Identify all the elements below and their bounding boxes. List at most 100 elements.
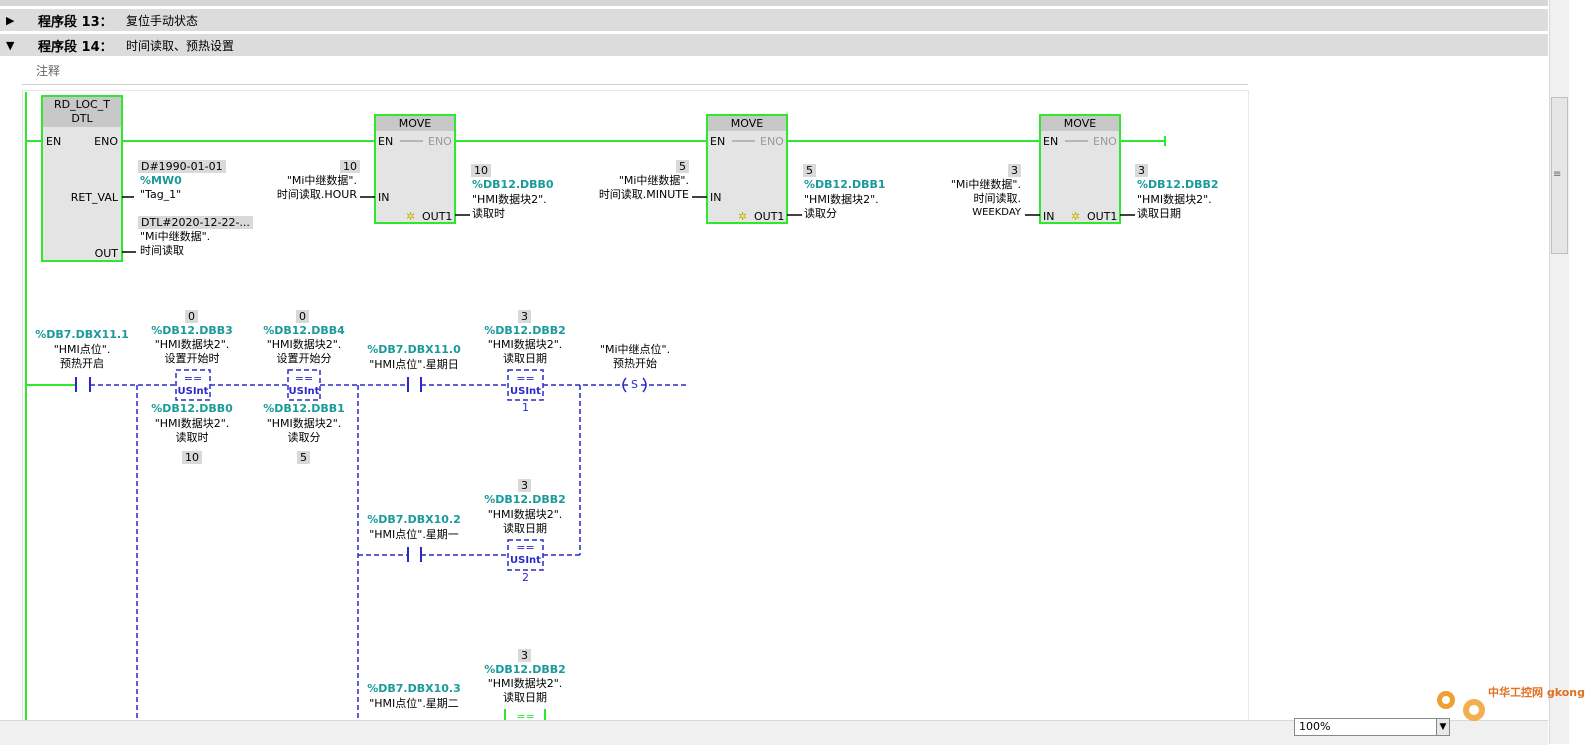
segment-label: 程序段 13： xyxy=(38,15,113,30)
segment-header-13[interactable]: ▶ 程序段 13： 复位手动状态 xyxy=(0,9,1548,31)
move-out-tag1[interactable]: "HMI数据块2". xyxy=(472,193,547,206)
move-pin-en: EN xyxy=(378,135,394,148)
contact-tag1[interactable]: "HMI点位". xyxy=(53,343,111,356)
chevron-down-icon[interactable]: ▼ xyxy=(1436,718,1450,736)
compare-top-tag1[interactable]: "HMI数据块2". xyxy=(266,338,342,351)
compare-bottom-constant[interactable]: 2 xyxy=(522,571,529,584)
move-out-tag2[interactable]: 读取分 xyxy=(804,207,837,220)
compare-bottom-monitor: 5 xyxy=(297,451,310,464)
compare-bottom-constant[interactable]: 1 xyxy=(522,401,529,414)
compare-top-monitor: 0 xyxy=(296,310,309,323)
contact-address[interactable]: %DB7.DBX10.3 xyxy=(367,682,461,695)
ladder-diagram xyxy=(25,92,1166,720)
watermark-logo: 中华工控网 gkong.com xyxy=(1432,684,1585,724)
ret-val-tag[interactable]: "Tag_1" xyxy=(140,188,182,201)
compare-bottom-tag2[interactable]: 读取时 xyxy=(175,431,209,444)
zoom-select[interactable]: 100% xyxy=(1294,718,1440,736)
contact-tag1[interactable]: "HMI点位".星期二 xyxy=(369,697,459,710)
collapse-icon[interactable]: ▼ xyxy=(6,39,15,52)
top-strip xyxy=(0,0,1548,6)
move-in-tag2[interactable]: 时间读取. xyxy=(973,192,1022,205)
contact-tag1[interactable]: "HMI点位".星期一 xyxy=(369,528,459,541)
move-out-tag2[interactable]: 读取日期 xyxy=(1137,207,1181,220)
out-tag-line1[interactable]: "Mi中继数据". xyxy=(140,230,211,243)
out-tag-line2[interactable]: 时间读取 xyxy=(140,244,184,257)
move-in-tag1[interactable]: "Mi中继数据". xyxy=(286,174,357,187)
compare-bottom-tag1[interactable]: "HMI数据块2". xyxy=(266,417,342,430)
compare-top-tag1[interactable]: "HMI数据块2". xyxy=(487,508,563,521)
compare-top-tag1[interactable]: "HMI数据块2". xyxy=(487,677,563,690)
compare-operator: == xyxy=(294,372,314,385)
move-title[interactable]: MOVE xyxy=(398,117,432,130)
compare-top-tag1[interactable]: "HMI数据块2". xyxy=(487,338,563,351)
compare-top-tag2[interactable]: 读取日期 xyxy=(503,522,547,535)
compare-bottom-tag2[interactable]: 读取分 xyxy=(287,431,321,444)
compare-top-address[interactable]: %DB12.DBB4 xyxy=(263,324,345,337)
pin-eno: ENO xyxy=(94,135,118,148)
network-area xyxy=(22,90,1249,731)
star-icon: ✲ xyxy=(406,210,416,223)
move-in-tag1[interactable]: "Mi中继数据". xyxy=(618,174,689,187)
contact-address[interactable]: %DB7.DBX11.0 xyxy=(367,343,461,356)
rd-block-type[interactable]: DTL xyxy=(71,112,93,125)
move-in-monitor: 5 xyxy=(676,160,689,173)
coil-tag1[interactable]: "Mi中继点位". xyxy=(599,343,671,356)
scrollbar-thumb[interactable] xyxy=(1551,97,1568,254)
ret-val-address[interactable]: %MW0 xyxy=(140,174,182,187)
contact-tag1[interactable]: "HMI点位".星期日 xyxy=(369,358,459,371)
rd-block-name[interactable]: RD_LOC_T xyxy=(54,98,110,111)
move-in-tag3[interactable]: WEEKDAY xyxy=(972,207,1021,218)
move-out-address[interactable]: %DB12.DBB0 xyxy=(472,178,554,191)
move-out-tag1[interactable]: "HMI数据块2". xyxy=(804,193,879,206)
move-out-tag1[interactable]: "HMI数据块2". xyxy=(1137,193,1212,206)
compare-bottom-tag1[interactable]: "HMI数据块2". xyxy=(154,417,230,430)
compare-top-tag2[interactable]: 设置开始分 xyxy=(276,352,332,365)
move-pin-eno: ENO xyxy=(428,135,452,148)
compare-top-monitor: 0 xyxy=(185,310,198,323)
compare-bottom-address[interactable]: %DB12.DBB1 xyxy=(263,402,345,415)
compare-top-address[interactable]: %DB12.DBB2 xyxy=(484,663,566,676)
compare-top-tag2[interactable]: 设置开始时 xyxy=(164,352,220,365)
contact-address[interactable]: %DB7.DBX11.1 xyxy=(35,328,129,341)
move-out-address[interactable]: %DB12.DBB2 xyxy=(1137,178,1219,191)
move-in-tag2[interactable]: 时间读取.MINUTE xyxy=(598,188,689,201)
pin-out: OUT xyxy=(94,247,118,260)
grip-icon: ≡ xyxy=(1553,169,1562,180)
move-block-1 xyxy=(374,114,456,224)
move-pin-en: EN xyxy=(710,135,726,148)
contact-tag2[interactable]: 预热开启 xyxy=(60,357,104,370)
compare-top-monitor: 3 xyxy=(518,479,531,492)
move-block-2 xyxy=(706,114,788,224)
set-coil-icon[interactable]: S xyxy=(631,378,638,391)
move-title[interactable]: MOVE xyxy=(730,117,764,130)
compare-top-address[interactable]: %DB12.DBB3 xyxy=(151,324,233,337)
compare-top-tag1[interactable]: "HMI数据块2". xyxy=(154,338,230,351)
segment-title: 复位手动状态 xyxy=(126,14,199,28)
out-monitor: DTL#2020-12-22-... xyxy=(138,216,253,229)
move-out-monitor: 3 xyxy=(1135,164,1148,177)
star-icon: ✲ xyxy=(1071,210,1081,223)
segment-header-14[interactable]: ▼ 程序段 14： 时间读取、预热设置 xyxy=(0,34,1548,56)
move-title[interactable]: MOVE xyxy=(1063,117,1097,130)
segment-label: 程序段 14： xyxy=(38,40,113,55)
compare-top-address[interactable]: %DB12.DBB2 xyxy=(484,324,566,337)
compare-top-tag2[interactable]: 读取日期 xyxy=(503,691,547,704)
move-in-tag2[interactable]: 时间读取.HOUR xyxy=(276,188,357,201)
move-in-monitor: 10 xyxy=(340,160,360,173)
network-comment[interactable]: 注释 xyxy=(36,64,61,78)
pin-en: EN xyxy=(46,135,62,148)
compare-top-tag2[interactable]: 读取日期 xyxy=(503,352,547,365)
compare-top-address[interactable]: %DB12.DBB2 xyxy=(484,493,566,506)
move-out-address[interactable]: %DB12.DBB1 xyxy=(804,178,886,191)
move-pin-out1: OUT1 xyxy=(1087,210,1118,223)
coil-tag2[interactable]: 预热开始 xyxy=(613,357,657,370)
compare-operator: == xyxy=(183,372,203,385)
move-out-tag2[interactable]: 读取时 xyxy=(472,207,505,220)
compare-operator: == xyxy=(516,710,535,723)
compare-top-monitor: 3 xyxy=(518,649,531,662)
contact-address[interactable]: %DB7.DBX10.2 xyxy=(367,513,461,526)
compare-bottom-address[interactable]: %DB12.DBB0 xyxy=(151,402,233,415)
move-in-tag1[interactable]: "Mi中继数据". xyxy=(950,178,1021,191)
expand-icon[interactable]: ▶ xyxy=(6,14,15,27)
compare-top-monitor: 3 xyxy=(518,310,531,323)
